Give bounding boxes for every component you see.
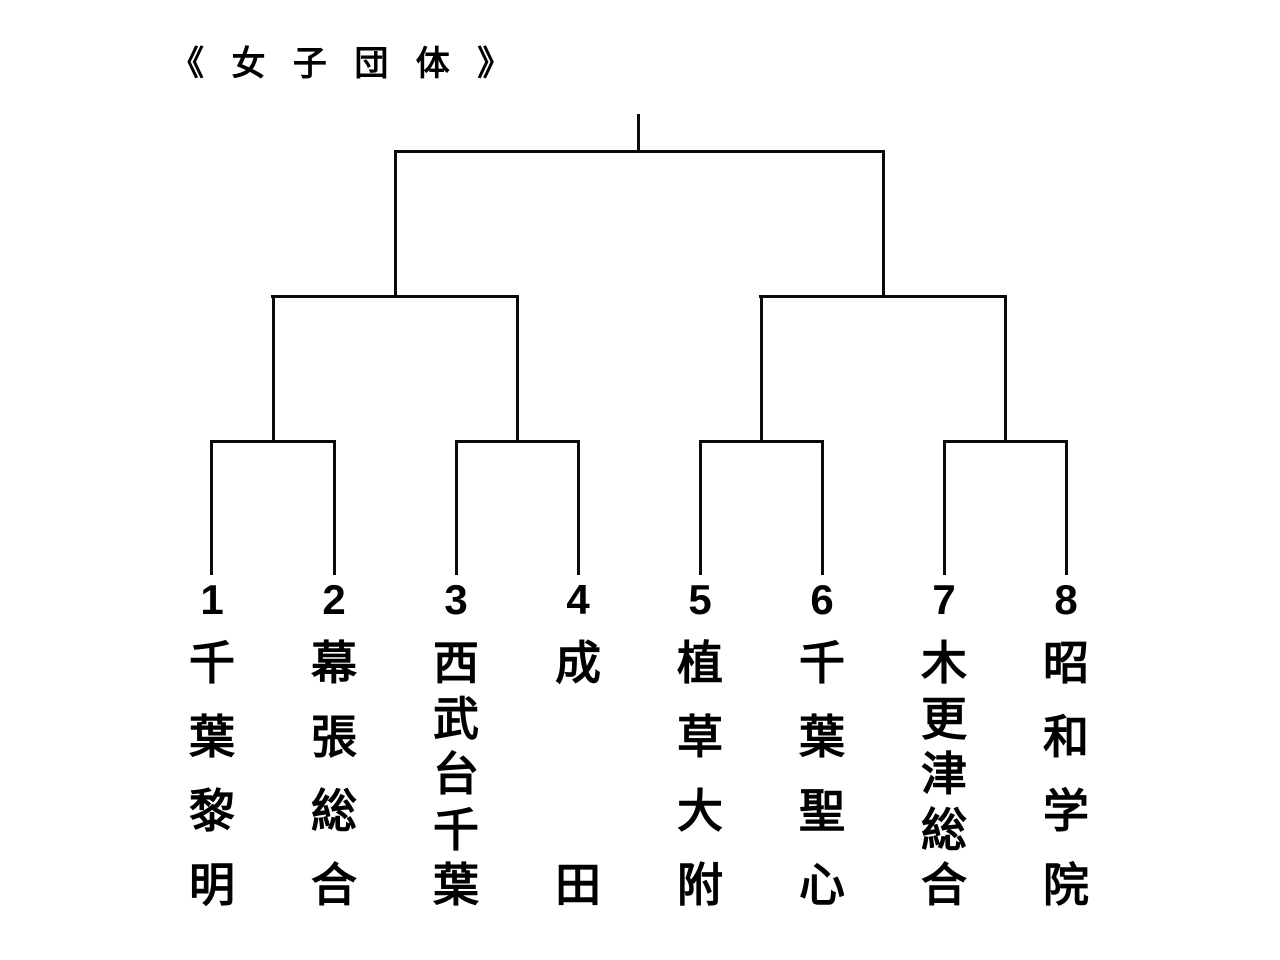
quarterfinal-stem-line-4 — [1004, 295, 1007, 443]
team-name-char: 幕 — [311, 637, 357, 689]
team-name-char: 武 — [433, 692, 479, 745]
slot-stem-line-5 — [699, 440, 702, 575]
match-crossbar-line-1 — [210, 440, 336, 443]
seed-number-5: 5 — [688, 576, 712, 623]
seed-number-7: 7 — [932, 576, 956, 623]
slot-stem-line-3 — [455, 440, 458, 575]
seed-number-4: 4 — [566, 576, 590, 623]
team-name-char: 総 — [311, 785, 357, 837]
team-name-char: 聖 — [799, 785, 845, 837]
team-name-4: 成田 — [546, 640, 610, 908]
team-name-char: 心 — [799, 859, 845, 911]
team-name-char: 葉 — [189, 711, 235, 763]
team-name-char: 昭 — [1043, 637, 1089, 689]
team-name-char: 張 — [311, 711, 357, 763]
team-name-8: 昭和学院 — [1034, 640, 1098, 908]
team-name-char: 院 — [1043, 859, 1089, 911]
team-name-char: 千 — [799, 637, 845, 689]
slot-stem-line-8 — [1065, 440, 1068, 575]
match-crossbar-line-2 — [455, 440, 580, 443]
slot-stem-line-7 — [943, 440, 946, 575]
slot-stem-line-6 — [821, 440, 824, 575]
team-name-char: 葉 — [433, 859, 479, 911]
match-crossbar-line-3 — [699, 440, 824, 443]
team-name-char: 総 — [921, 803, 967, 856]
team-name-2: 幕張総合 — [302, 640, 366, 908]
team-name-char: 田 — [555, 859, 601, 911]
quarterfinal-stem-line-2 — [516, 295, 519, 443]
team-name-char: 明 — [189, 859, 235, 911]
semifinal-left-crossbar-line — [271, 295, 519, 298]
team-name-char: 西 — [433, 637, 479, 689]
slot-stem-line-4 — [577, 440, 580, 575]
team-name-char: 和 — [1043, 711, 1089, 763]
slot-stem-line-1 — [210, 440, 213, 575]
team-name-3: 西武台千葉 — [424, 640, 488, 908]
team-name-1: 千葉黎明 — [180, 640, 244, 908]
bracket-title: 《 女 子 団 体 》 — [170, 45, 521, 83]
team-name-char: 葉 — [799, 711, 845, 763]
seed-number-3: 3 — [444, 576, 468, 623]
quarterfinal-stem-line-1 — [272, 295, 275, 443]
team-name-char: 千 — [189, 637, 235, 689]
final-crossbar-line — [394, 150, 885, 153]
semifinal-right-stem-line — [882, 150, 885, 298]
team-name-char: 合 — [921, 859, 967, 911]
quarterfinal-stem-line-3 — [760, 295, 763, 443]
team-name-char: 津 — [921, 748, 967, 800]
team-name-6: 千葉聖心 — [790, 640, 854, 908]
team-name-char: 附 — [677, 859, 723, 911]
seed-number-8: 8 — [1054, 576, 1078, 623]
slot-stem-line-2 — [333, 440, 336, 575]
team-name-5: 植草大附 — [668, 640, 732, 908]
team-name-char: 植 — [677, 637, 723, 689]
team-name-char: 更 — [921, 692, 967, 745]
team-name-char: 成 — [555, 637, 601, 689]
team-name-char: 千 — [433, 803, 479, 856]
team-name-7: 木更津総合 — [912, 640, 976, 908]
seed-number-2: 2 — [322, 576, 346, 623]
team-name-char: 合 — [311, 859, 357, 911]
team-name-char: 大 — [677, 785, 723, 837]
semifinal-right-crossbar-line — [759, 295, 1007, 298]
seed-number-6: 6 — [810, 576, 834, 623]
match-crossbar-line-4 — [943, 440, 1068, 443]
team-name-char: 草 — [677, 711, 723, 763]
team-name-char: 木 — [921, 637, 967, 689]
team-name-char: 黎 — [189, 785, 235, 837]
seed-number-1: 1 — [200, 576, 224, 623]
team-name-char: 学 — [1043, 785, 1089, 837]
final-stem-line — [637, 114, 640, 153]
team-name-char: 台 — [433, 748, 479, 800]
semifinal-left-stem-line — [394, 150, 397, 298]
